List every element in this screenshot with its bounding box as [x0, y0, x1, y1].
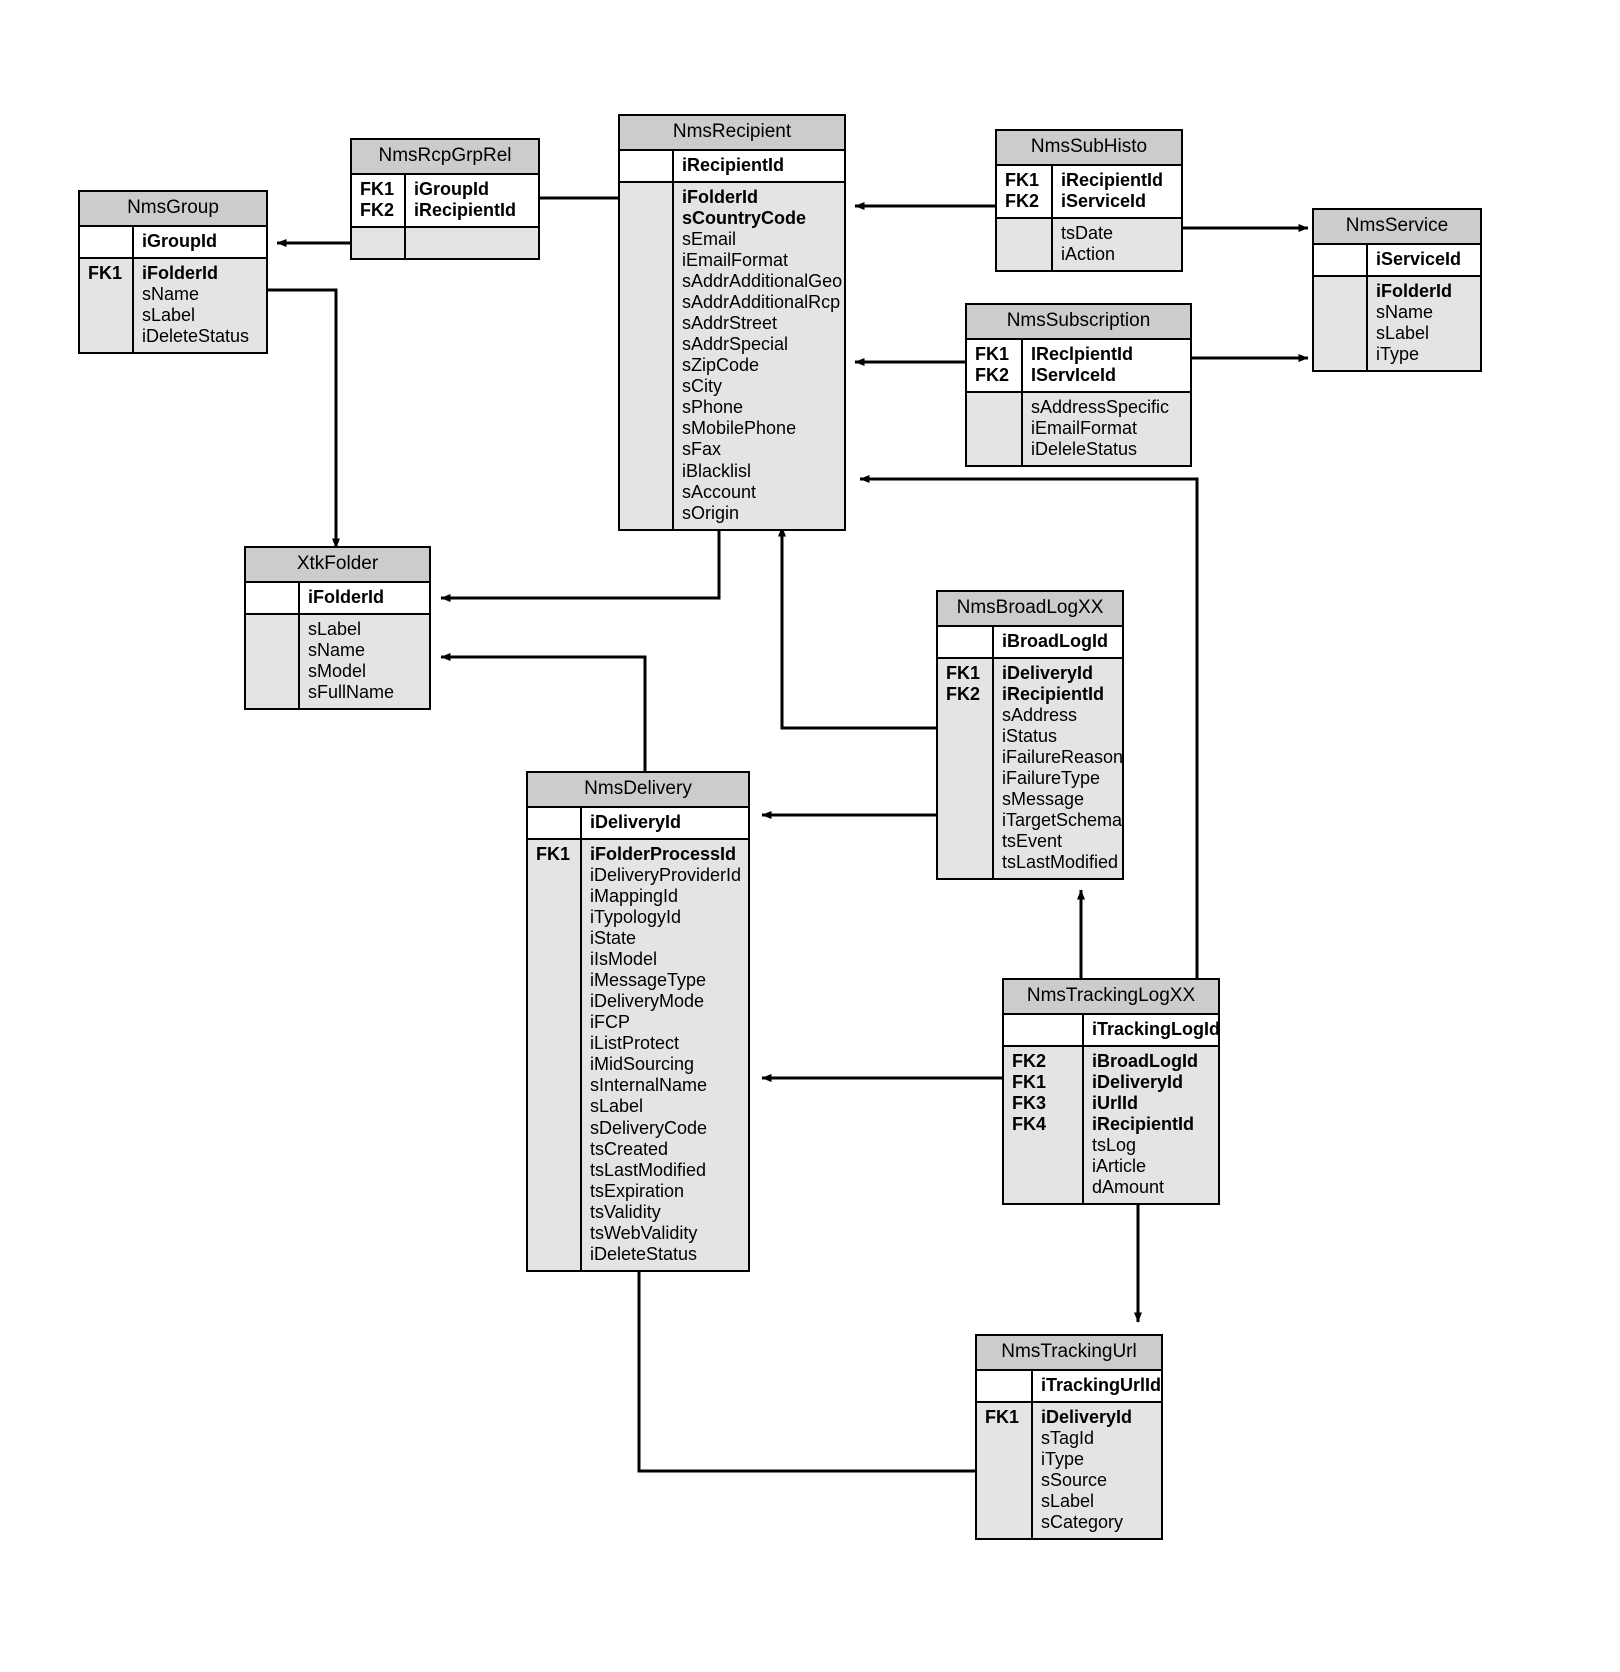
attr-key-column [997, 218, 1053, 271]
attr-field-column: sLabel sName sModel sFullName [308, 618, 395, 703]
pk-field-column: iGroupId iRecipientId [414, 178, 517, 220]
edge-delivery-folder [440, 653, 647, 772]
pk-key-column [246, 582, 300, 613]
attr-field-column: iDeliveryId iRecipientId sAddress iStatu… [1002, 662, 1124, 873]
pk-field-column: iTrackingLogId [1092, 1018, 1221, 1039]
attr-section: FK1 iFolderId sName sLabel iDeleteStatus [80, 258, 266, 353]
entity-title: NmsRecipient [620, 116, 844, 151]
pk-section: iGroupId [80, 226, 266, 259]
pk-key-column [80, 226, 134, 257]
pk-key-column [1314, 244, 1368, 275]
entity-nmstrackinglogxx[interactable]: NmsTrackingLogXX iTrackingLogId FK2 FK1 … [1002, 978, 1220, 1206]
pk-field-column: iBroadLogId [1002, 630, 1108, 651]
entity-nmsrecipient[interactable]: NmsRecipient iRecipientId iFolderId sCou… [618, 114, 846, 531]
attr-section: FK1 FK2 iDeliveryId iRecipientId sAddres… [938, 658, 1123, 879]
attr-field-column: iFolderId sName sLabel iType [1376, 280, 1452, 365]
attr-key-column [620, 182, 674, 529]
attr-section: FK1 iDeliveryId sTagId iType sSource sLa… [977, 1402, 1161, 1539]
edge-broadlog-recipient [778, 526, 936, 730]
pk-key-column: FK1 FK2 [352, 174, 406, 226]
pk-section: FK1 FK2 iGroupId iRecipientId [352, 174, 538, 228]
pk-key-column [938, 626, 994, 657]
entity-title: NmsTrackingLogXX [1004, 980, 1218, 1015]
pk-section: iTrackingLogId [1004, 1014, 1220, 1047]
attr-key-column [1314, 276, 1368, 371]
pk-field-column: iRecipientId iServiceId [1061, 169, 1164, 211]
pk-section: iServiceId [1314, 244, 1480, 277]
attr-field-column: iFolderProcessId iDeliveryProviderId iMa… [590, 843, 742, 1264]
attr-key-column: FK2 FK1 FK3 FK4 [1004, 1046, 1084, 1204]
attr-section: FK1 iFolderProcessId iDeliveryProviderId… [528, 839, 748, 1270]
attr-section: sAddressSpecific iEmailFormat iDeleleSta… [967, 392, 1190, 466]
attr-field-column: iDeliveryId sTagId iType sSource sLabel … [1041, 1406, 1133, 1533]
entity-title: NmsTrackingUrl [977, 1336, 1161, 1371]
entity-title: XtkFolder [246, 548, 429, 583]
attr-section: iFolderId sCountryCode sEmail iEmailForm… [620, 182, 844, 529]
pk-field-column: iServiceId [1376, 248, 1462, 269]
entity-xtkfolder[interactable]: XtkFolder iFolderId sLabel sName sModel … [244, 546, 431, 711]
pk-field-column: IReclpientId IServIceId [1031, 343, 1134, 385]
pk-key-column [620, 150, 674, 181]
pk-section: iRecipientId [620, 150, 844, 183]
attr-field-column: tsDate iAction [1061, 222, 1116, 264]
entity-title: NmsSubscription [967, 305, 1190, 340]
entity-nmssubhisto[interactable]: NmsSubHisto FK1 FK2 iRecipientId iServic… [995, 129, 1183, 273]
entity-nmsrcpgrprel[interactable]: NmsRcpGrpRel FK1 FK2 iGroupId iRecipient… [350, 138, 540, 260]
attr-key-column: FK1 [528, 839, 582, 1270]
entity-nmsgroup[interactable]: NmsGroup iGroupId FK1 iFolderId sName sL… [78, 190, 268, 355]
entity-nmsservice[interactable]: NmsService iServiceId iFolderId sName sL… [1312, 208, 1482, 373]
attr-field-column: sAddressSpecific iEmailFormat iDeleleSta… [1031, 396, 1170, 460]
entity-nmsdelivery[interactable]: NmsDelivery iDeliveryId FK1 iFolderProce… [526, 771, 750, 1272]
pk-section: FK1 FK2 IReclpientId IServIceId [967, 339, 1190, 393]
pk-section: iDeliveryId [528, 807, 748, 840]
pk-key-column: FK1 FK2 [967, 339, 1023, 391]
pk-section: FK1 FK2 iRecipientId iServiceId [997, 165, 1181, 219]
pk-key-column [1004, 1014, 1084, 1045]
attr-field-column: iFolderId sCountryCode sEmail iEmailForm… [682, 186, 843, 523]
pk-field-column: iDeliveryId [590, 811, 682, 832]
attr-section: iFolderId sName sLabel iType [1314, 276, 1480, 371]
pk-section: iFolderId [246, 582, 429, 615]
attr-section [352, 227, 538, 258]
edge-trackingurl-delivery [635, 1257, 975, 1473]
entity-nmsbroadlogxx[interactable]: NmsBroadLogXX iBroadLogId FK1 FK2 iDeliv… [936, 590, 1124, 881]
attr-section: sLabel sName sModel sFullName [246, 614, 429, 709]
entity-title: NmsDelivery [528, 773, 748, 808]
entity-title: NmsService [1314, 210, 1480, 245]
attr-field-column [406, 228, 538, 258]
attr-field-column: iFolderId sName sLabel iDeleteStatus [142, 262, 250, 347]
pk-section: iBroadLogId [938, 626, 1122, 659]
entity-nmssubscription[interactable]: NmsSubscription FK1 FK2 IReclpientId ISe… [965, 303, 1192, 468]
pk-field-column: iRecipientId [682, 154, 785, 175]
entity-nmstrackingurl[interactable]: NmsTrackingUrl iTrackingUrlId FK1 iDeliv… [975, 1334, 1163, 1541]
pk-section: iTrackingUrlId [977, 1370, 1161, 1403]
pk-key-column [977, 1370, 1033, 1401]
entity-title: NmsBroadLogXX [938, 592, 1122, 627]
attr-section: tsDate iAction [997, 218, 1181, 271]
attr-key-column: FK1 [977, 1402, 1033, 1539]
pk-key-column: FK1 FK2 [997, 165, 1053, 217]
pk-field-column: iFolderId [308, 586, 384, 607]
attr-field-column: iBroadLogId iDeliveryId iUrlId iRecipien… [1092, 1050, 1198, 1198]
attr-section: FK2 FK1 FK3 FK4 iBroadLogId iDeliveryId … [1004, 1046, 1218, 1204]
pk-field-column: iTrackingUrlId [1041, 1374, 1162, 1395]
entity-title: NmsRcpGrpRel [352, 140, 538, 175]
pk-key-column [528, 807, 582, 838]
attr-key-column [246, 614, 300, 709]
pk-field-column: iGroupId [142, 230, 217, 251]
attr-key-column [352, 227, 406, 258]
attr-key-column: FK1 [80, 258, 134, 353]
attr-key-column [967, 392, 1023, 466]
entity-title: NmsGroup [80, 192, 266, 227]
entity-title: NmsSubHisto [997, 131, 1181, 166]
attr-key-column: FK1 FK2 [938, 658, 994, 879]
edge-group-folder [268, 288, 340, 549]
